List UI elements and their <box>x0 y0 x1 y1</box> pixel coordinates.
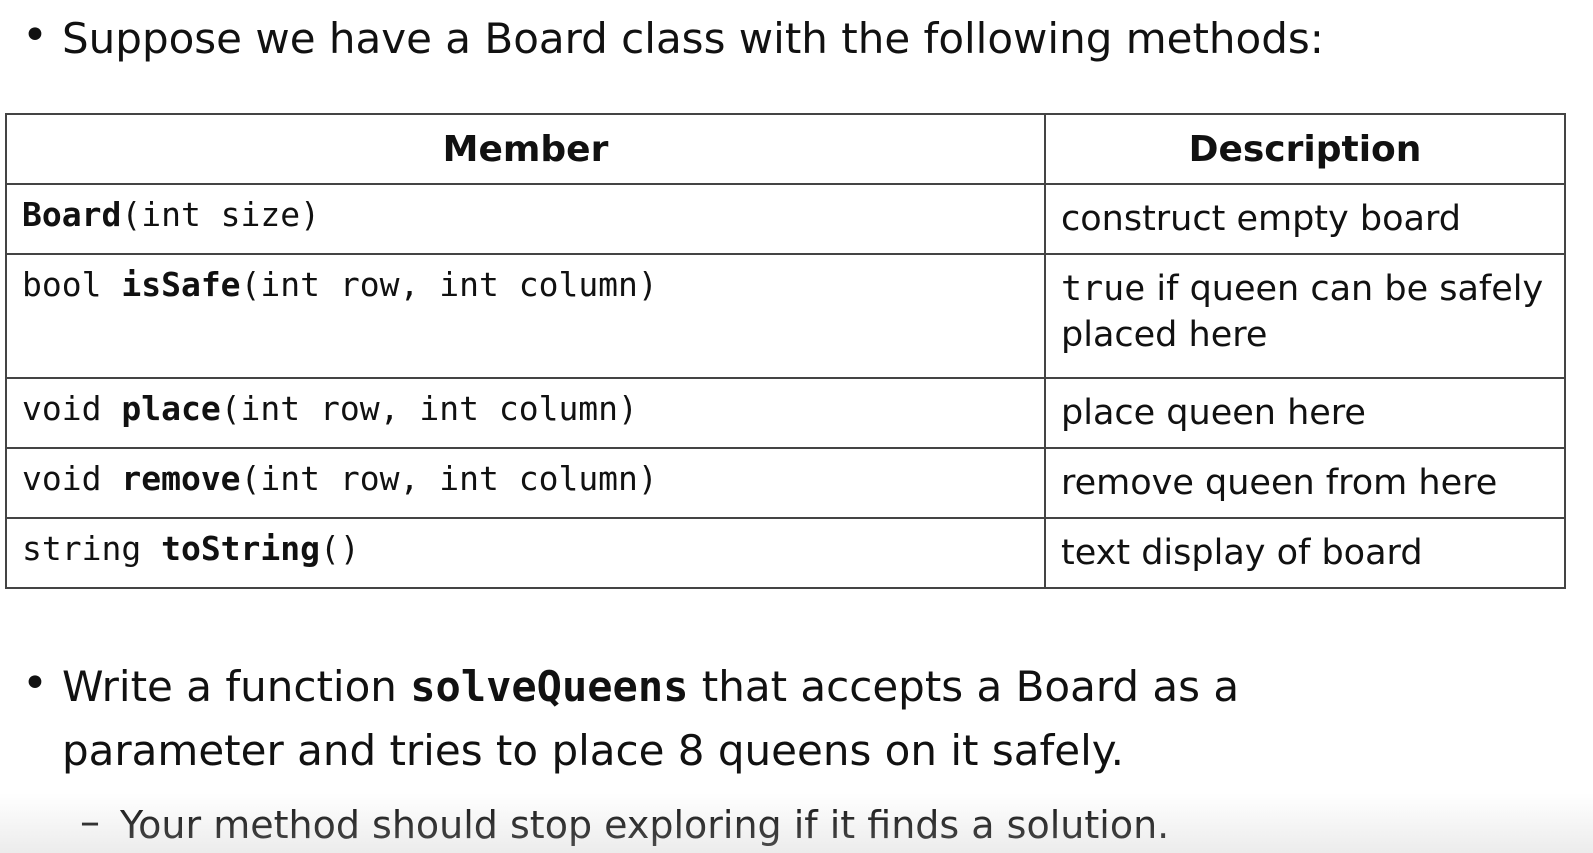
table-row: bool isSafe(int row, int column) true if… <box>5 253 1566 379</box>
member-prefix: bool <box>22 265 122 304</box>
table-row: void place(int row, int column) place qu… <box>5 377 1566 449</box>
task-text-2: that accepts a Board as a <box>688 662 1240 711</box>
task-text-1: Write a function <box>62 662 411 711</box>
task-line-1: Write a function solveQueens that accept… <box>62 666 1239 708</box>
table-header-row: Member Description <box>5 113 1566 185</box>
function-name: solveQueens <box>410 662 689 711</box>
members-table: Member Description Board(int size) const… <box>5 113 1566 589</box>
member-cell: void place(int row, int column) <box>5 377 1046 449</box>
member-prefix: void <box>22 459 122 498</box>
subpoint-text: Your method should stop exploring if it … <box>120 803 1170 847</box>
subpoint-dash: – <box>80 799 100 845</box>
intro-bullet: • <box>22 10 48 61</box>
member-params: (int row, int column) <box>240 459 658 498</box>
table-row: void remove(int row, int column) remove … <box>5 447 1566 519</box>
description-cell: place queen here <box>1044 377 1566 449</box>
member-params: (int size) <box>121 195 321 234</box>
task-line-2: parameter and tries to place 8 queens on… <box>62 726 1124 775</box>
header-member: Member <box>5 113 1046 185</box>
member-params: (int row, int column) <box>220 389 638 428</box>
description-cell: construct empty board <box>1044 183 1566 255</box>
member-params: (int row, int column) <box>240 265 658 304</box>
description-cell: remove queen from here <box>1044 447 1566 519</box>
description-code: true <box>1061 269 1146 309</box>
member-params: () <box>320 529 360 568</box>
description-cell: text display of board <box>1044 517 1566 589</box>
member-name: Board <box>22 195 122 234</box>
intro-text: Suppose we have a Board class with the f… <box>62 14 1324 63</box>
description-cell: true if queen can be safely placed here <box>1044 253 1566 379</box>
member-cell: string toString() <box>5 517 1046 589</box>
member-name: isSafe <box>121 265 241 304</box>
member-cell: void remove(int row, int column) <box>5 447 1046 519</box>
table-row: Board(int size) construct empty board <box>5 183 1566 255</box>
header-description: Description <box>1044 113 1566 185</box>
description-text: if queen can be safely placed here <box>1061 269 1544 355</box>
member-name: place <box>121 389 221 428</box>
member-cell: bool isSafe(int row, int column) <box>5 253 1046 379</box>
table-row: string toString() text display of board <box>5 517 1566 589</box>
member-name: remove <box>121 459 241 498</box>
member-cell: Board(int size) <box>5 183 1046 255</box>
member-prefix: void <box>22 389 122 428</box>
task-bullet: • <box>22 658 48 709</box>
member-name: toString <box>161 529 321 568</box>
member-prefix: string <box>22 529 162 568</box>
